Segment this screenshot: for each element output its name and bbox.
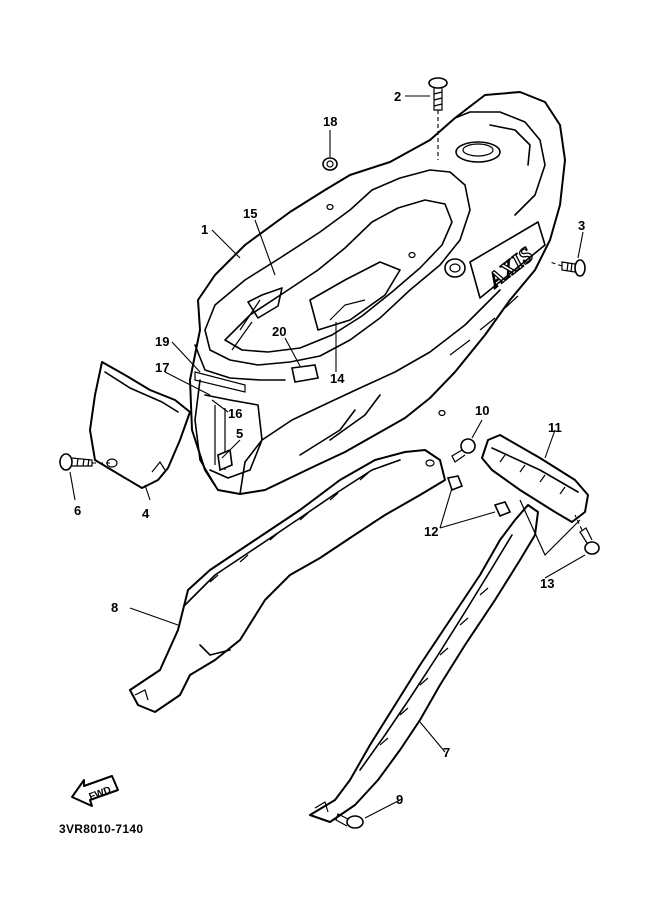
callout-14: 14: [330, 371, 345, 386]
grommet-10: [451, 438, 476, 463]
callout-4: 4: [142, 506, 150, 521]
callout-labels: 1 2 3 4 5 6 7 8 9 10 11 12 13 14 15 16 1…: [74, 89, 585, 807]
callout-15: 15: [243, 206, 257, 221]
diagram-code: 3VR8010-7140: [59, 822, 143, 836]
screw-9: [335, 813, 364, 829]
callout-18: 18: [323, 114, 337, 129]
clip-5: [217, 448, 233, 472]
callout-17: 17: [155, 360, 169, 375]
callout-9: 9: [396, 792, 403, 807]
forward-arrow: FWD: [71, 775, 119, 807]
callout-2: 2: [394, 89, 401, 104]
callout-6: 6: [74, 503, 81, 518]
strip-19: [194, 371, 246, 393]
screw-2: [428, 77, 448, 160]
nut-12: [446, 475, 512, 518]
callout-11: 11: [548, 420, 562, 435]
side-cover-assembly: AXIS: [189, 91, 566, 495]
front-side-panel: [89, 361, 191, 489]
screw-13: [574, 514, 600, 555]
side-rail-right: [309, 504, 539, 823]
grommet-18: [322, 157, 338, 171]
screw-6: [59, 453, 112, 471]
callout-13: 13: [540, 576, 554, 591]
callout-12: 12: [424, 524, 438, 539]
callout-19: 19: [155, 334, 169, 349]
callout-20: 20: [272, 324, 286, 339]
callout-5: 5: [236, 426, 243, 441]
callout-3: 3: [578, 218, 585, 233]
pad-20: [291, 364, 319, 383]
callout-16: 16: [228, 406, 242, 421]
callout-10: 10: [475, 403, 489, 418]
screw-3: [549, 259, 586, 277]
leader-lines: [69, 95, 586, 819]
side-rail-left: [129, 449, 446, 713]
callout-1: 1: [201, 222, 208, 237]
callout-8: 8: [111, 600, 118, 615]
rear-bracket: [481, 434, 589, 557]
callout-7: 7: [443, 745, 450, 760]
